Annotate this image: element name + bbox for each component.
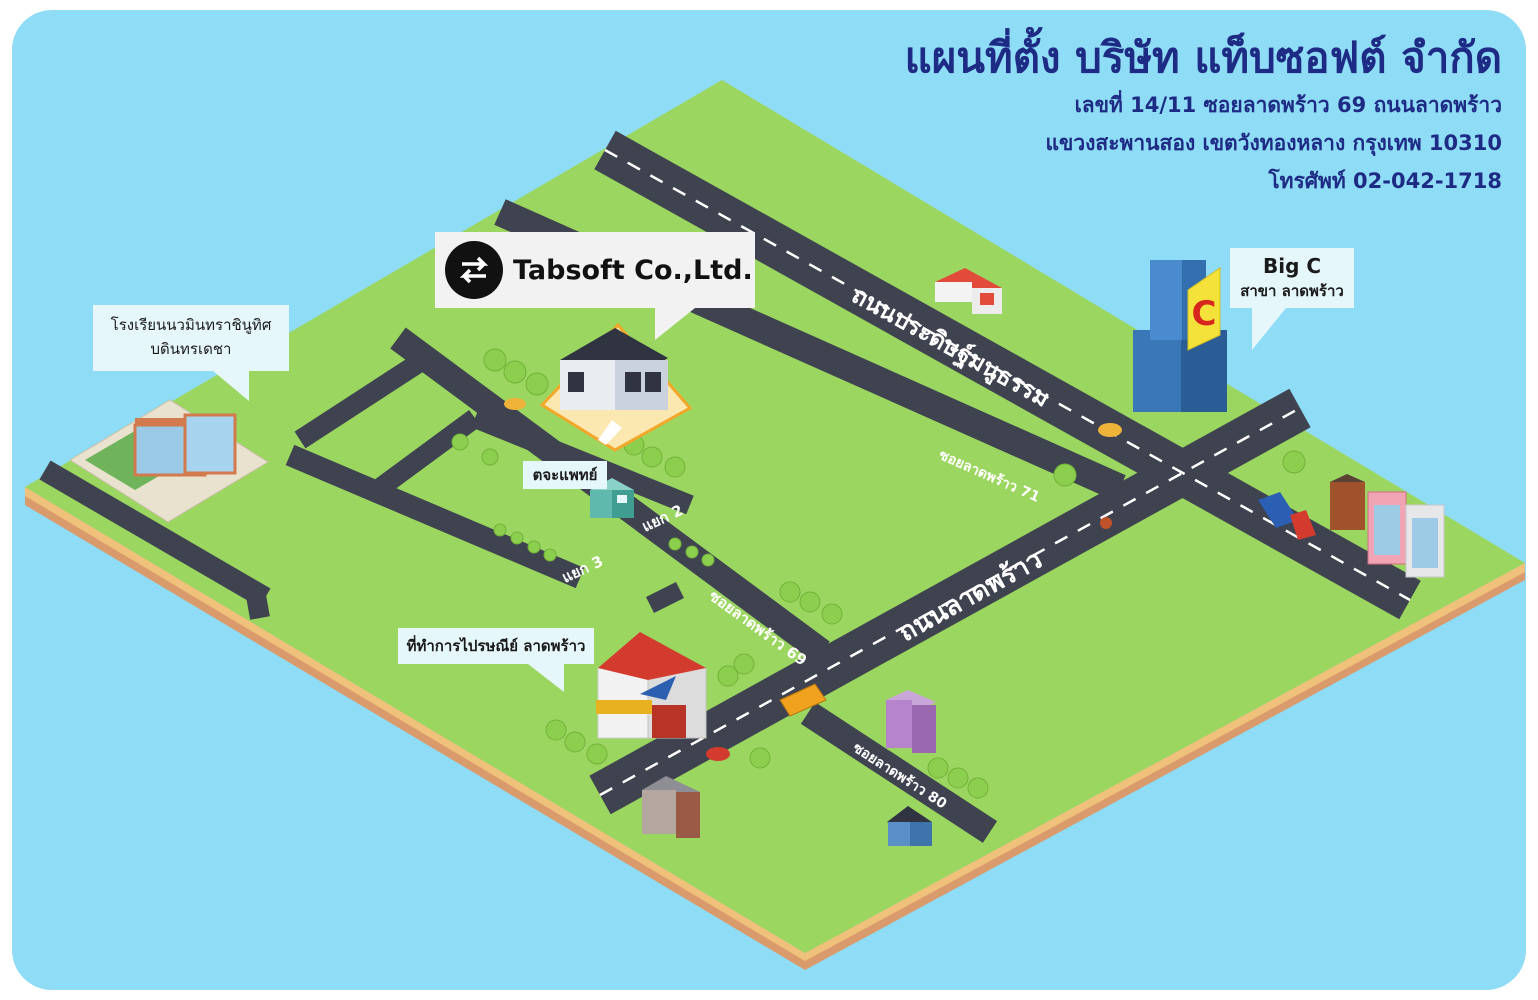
post-office-label: ที่ทำการไปรษณีย์ ลาดพร้าว [406,637,586,655]
swap-arrows-icon [445,241,503,299]
tabsoft-callout: Tabsoft Co.,Ltd. [435,232,755,340]
road-school-end [245,588,270,620]
petrol-station-building [935,268,1002,314]
post-office-building [596,632,707,739]
house-south [887,806,932,846]
grass-plate [25,80,1525,953]
page-title: แผนที่ตั้ง บริษัท แท็บซอฟต์ จำกัด [904,33,1502,82]
road-lane-west [294,353,426,449]
school-callout: โรงเรียนนวมินทราชินูทิศ บดินทรเดชา [93,305,289,401]
apartment-building-purple [886,690,936,753]
address-line-1: เลขที่ 14/11 ซอยลาดพร้าว 69 ถนนลาดพร้าว [1074,93,1502,117]
road-lane-mid [374,409,481,497]
tabsoft-office-building [539,322,693,452]
big-c-tower: C [1133,260,1227,412]
school-label: โรงเรียนนวมินทราชินูทิศ บดินทรเดชา [110,316,272,358]
clinic-callout: ตจะแพทย์ [523,461,607,489]
big-c-branch: สาขา ลาดพร้าว [1240,282,1344,300]
clinic-label: ตจะแพทย์ [532,466,598,484]
phone-number: โทรศัพท์ 02-042-1718 [1268,169,1502,193]
road-dashes [599,148,1411,797]
post-office-callout: ที่ทำการไปรษณีย์ ลาดพร้าว [398,628,594,692]
road-spur [645,581,685,614]
road-soi80 [800,702,998,843]
road-yaek3 [285,444,585,589]
svg-text:C: C [1192,294,1217,334]
shop-buildings-east [1330,474,1445,578]
vehicles [504,398,1122,761]
header-block: แผนที่ตั้ง บริษัท แท็บซอฟต์ จำกัด เลขที่… [905,30,1502,200]
trees [451,348,1306,799]
school-building [69,399,269,523]
apartment-building-brick [642,776,700,838]
big-c-name: Big C [1262,254,1322,278]
company-name: Tabsoft Co.,Ltd. [513,254,753,286]
road-school [39,460,271,608]
big-c-callout: Big C สาขา ลาดพร้าว [1230,248,1354,350]
truck [1258,492,1316,540]
address-line-2: แขวงสะพานสอง เขตวังทองหลาง กรุงเทพ 10310 [1045,131,1503,155]
